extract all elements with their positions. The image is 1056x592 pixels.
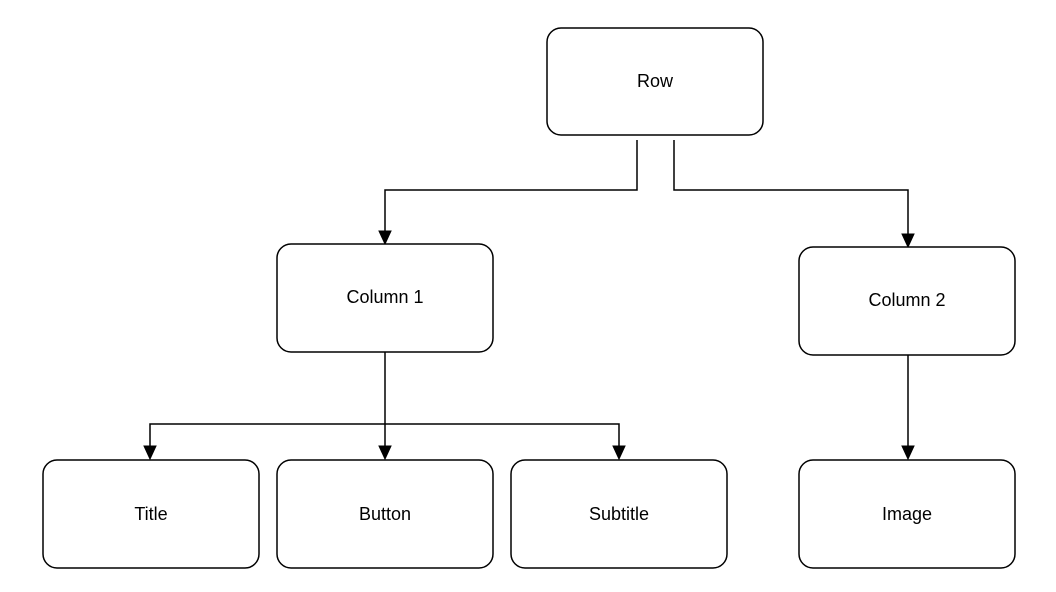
node-button-label: Button bbox=[359, 504, 411, 524]
arrowhead-image bbox=[901, 445, 915, 461]
node-image-box bbox=[798, 459, 1016, 569]
node-column-2-label: Column 2 bbox=[868, 290, 945, 310]
node-title: Title bbox=[42, 459, 260, 569]
edges bbox=[143, 140, 915, 461]
arrowhead-button bbox=[378, 445, 392, 461]
node-column-1: Column 1 bbox=[276, 243, 494, 353]
node-column-2: Column 2 bbox=[798, 246, 1016, 356]
arrowhead-column1 bbox=[378, 230, 392, 246]
node-image-label: Image bbox=[882, 504, 932, 524]
node-image: Image bbox=[798, 459, 1016, 569]
node-row: Row bbox=[546, 27, 764, 136]
node-subtitle-label: Subtitle bbox=[589, 504, 649, 524]
arrowhead-subtitle bbox=[612, 445, 626, 461]
node-column-2-box bbox=[798, 246, 1016, 356]
arrowhead-column2 bbox=[901, 233, 915, 249]
node-column-1-label: Column 1 bbox=[346, 287, 423, 307]
edge-row-column2 bbox=[673, 140, 909, 236]
node-column-1-box bbox=[276, 243, 494, 353]
node-subtitle-box bbox=[510, 459, 728, 569]
node-row-box bbox=[546, 27, 764, 136]
node-row-label: Row bbox=[637, 71, 674, 91]
edge-column1-subtitle bbox=[385, 423, 620, 448]
node-title-box bbox=[42, 459, 260, 569]
node-title-label: Title bbox=[134, 504, 167, 524]
node-button-box bbox=[276, 459, 494, 569]
arrowhead-title bbox=[143, 445, 157, 461]
node-button: Button bbox=[276, 459, 494, 569]
node-subtitle: Subtitle bbox=[510, 459, 728, 569]
edge-row-column1 bbox=[384, 140, 638, 233]
edge-column1-title bbox=[149, 423, 385, 448]
